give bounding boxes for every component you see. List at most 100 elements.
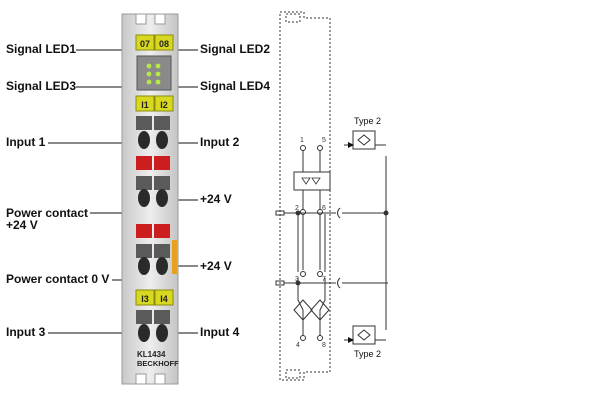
schematic-text: 1 5 2 6 3 7 4 8 xyxy=(295,137,326,349)
contact-slot-7 xyxy=(154,244,170,258)
pin-circle-6 xyxy=(317,209,323,215)
power-connector-0v xyxy=(337,277,341,289)
label-plus24v-upper: +24 V xyxy=(200,192,232,206)
pin-3: 3 xyxy=(295,276,299,283)
label-power-contact-24v-line2: +24 V xyxy=(6,218,38,232)
label-signal-led4: Signal LED4 xyxy=(200,79,271,93)
red-contact-3 xyxy=(136,224,152,238)
spring-clamp-7 xyxy=(156,257,168,275)
pin-circle-7 xyxy=(317,271,323,277)
contact-slot-4 xyxy=(136,310,152,324)
schematic xyxy=(275,11,389,381)
contact-slot-6 xyxy=(154,176,170,190)
wire-lower-left xyxy=(297,278,304,336)
red-contact-7 xyxy=(154,224,170,238)
label-signal-led1: Signal LED1 xyxy=(6,42,77,56)
outline-latch-bottom xyxy=(285,369,301,379)
pin-4: 4 xyxy=(296,342,300,349)
sensor-bottom-label: Type 2 xyxy=(354,349,381,359)
pin-circle-2 xyxy=(300,209,306,215)
wire-lower-right xyxy=(319,278,326,336)
power-connector-24v xyxy=(337,207,341,219)
spring-clamp-6 xyxy=(156,189,168,207)
pin-8: 8 xyxy=(322,342,326,349)
contact-slot-3 xyxy=(136,244,152,258)
label-power-contact-0v: Power contact 0 V xyxy=(6,272,110,286)
sensor-top-label: Type 2 xyxy=(354,116,381,126)
led-label-i2 xyxy=(154,95,174,112)
label-signal-led2: Signal LED2 xyxy=(200,42,271,56)
top-latch xyxy=(135,13,147,25)
spring-clamp-4 xyxy=(138,324,150,342)
pin-circle-3 xyxy=(300,271,306,277)
led-label-08 xyxy=(154,34,174,51)
led-text-07: 07 xyxy=(140,39,150,49)
diamond-right xyxy=(310,299,330,321)
led-green-2 xyxy=(155,63,161,69)
led-green-4 xyxy=(155,71,161,77)
led-label-i1 xyxy=(135,95,155,112)
pin-1: 1 xyxy=(300,137,304,144)
label-input1: Input 1 xyxy=(6,135,46,149)
contact-slot-5 xyxy=(154,116,170,130)
pin-circle-1 xyxy=(300,145,306,151)
bottom-latch xyxy=(135,373,147,385)
spring-clamp-2 xyxy=(138,189,150,207)
pin-circle-4 xyxy=(300,335,306,341)
brand-text: BECKHOFF xyxy=(137,359,179,368)
terminal-module: 07 08 I1 I2 I3 I4 KL1434 BECKHOFF xyxy=(121,13,179,385)
top-latch-right xyxy=(154,13,166,25)
led-text-08: 08 xyxy=(159,39,169,49)
led-green-1 xyxy=(146,63,152,69)
label-plus24v-lower: +24 V xyxy=(200,259,232,273)
sensor-bottom-diamond xyxy=(357,329,371,341)
red-contact-2 xyxy=(136,156,152,170)
label-input4: Input 4 xyxy=(200,325,240,339)
spring-clamp-8 xyxy=(156,324,168,342)
led-text-i2: I2 xyxy=(160,100,168,110)
contact-slot-8 xyxy=(154,310,170,324)
pin-circle-8 xyxy=(317,335,323,341)
red-contact-6 xyxy=(154,156,170,170)
diamond-left xyxy=(293,299,313,321)
junction-ext-24v xyxy=(383,210,389,216)
led-green-6 xyxy=(155,79,161,85)
module-outline xyxy=(279,11,331,381)
optocoupler-box xyxy=(293,171,331,191)
spring-clamp-5 xyxy=(156,131,168,149)
contact-slot-2 xyxy=(136,176,152,190)
label-input2: Input 2 xyxy=(200,135,240,149)
spring-clamp-3 xyxy=(138,257,150,275)
pin-6: 6 xyxy=(322,205,326,212)
label-signal-led3: Signal LED3 xyxy=(6,79,77,93)
optocoupler-symbol xyxy=(301,177,321,185)
label-input3: Input 3 xyxy=(6,325,46,339)
pin-7: 7 xyxy=(322,276,326,283)
spring-clamp-1 xyxy=(138,131,150,149)
pin-circle-5 xyxy=(317,145,323,151)
led-label-07 xyxy=(135,34,155,51)
label-power-contact-24v-line1: Power contact xyxy=(6,206,89,220)
bottom-latch-right xyxy=(154,373,166,385)
sensor-bottom-box xyxy=(352,325,376,345)
contact-slot-1 xyxy=(136,116,152,130)
sensor-top-box xyxy=(352,130,376,150)
led-window xyxy=(136,55,172,91)
led-green-5 xyxy=(146,79,152,85)
led-label-i4 xyxy=(154,289,174,306)
led-text-i1: I1 xyxy=(141,100,149,110)
led-text-i3: I3 xyxy=(141,294,149,304)
pin-5: 5 xyxy=(322,137,326,144)
led-green-3 xyxy=(146,71,152,77)
led-text-i4: I4 xyxy=(160,294,168,304)
pin-2: 2 xyxy=(295,205,299,212)
sensor-top-diamond xyxy=(357,134,371,146)
model-text: KL1434 xyxy=(137,350,166,359)
junction-0v xyxy=(295,280,301,286)
led-label-i3 xyxy=(135,289,155,306)
junction-24v xyxy=(295,210,301,216)
power-bar-orange xyxy=(172,240,177,274)
outline-latch-top xyxy=(285,13,301,23)
